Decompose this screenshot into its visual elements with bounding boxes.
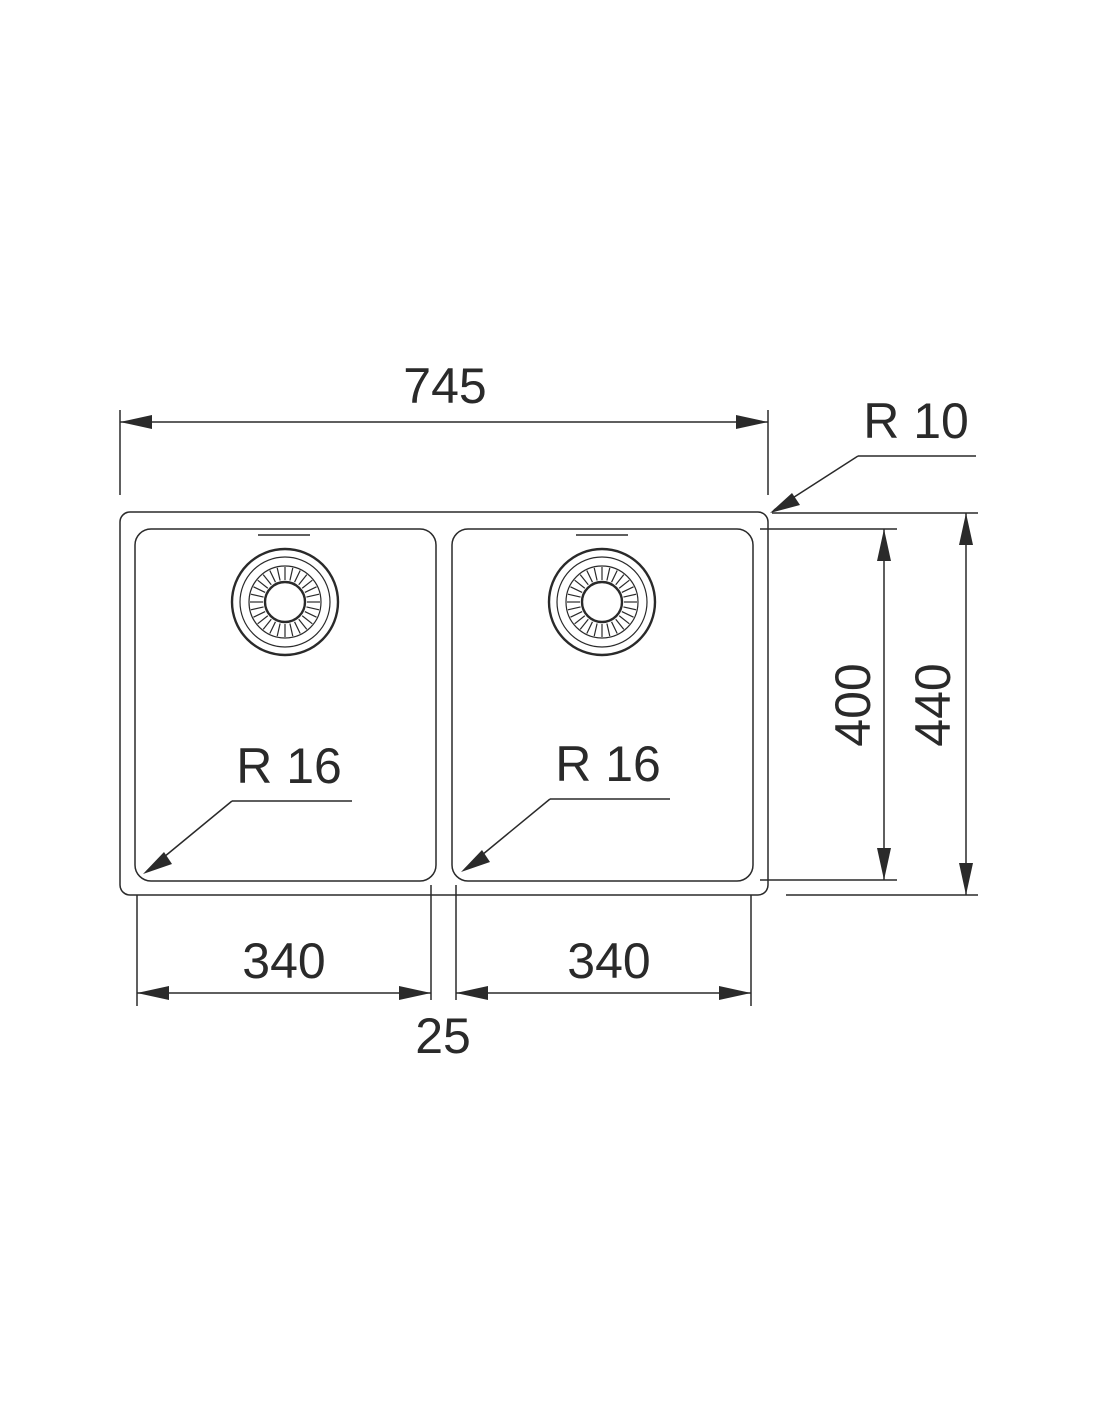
overall-depth-label: 440 xyxy=(905,663,961,746)
drain-strainer-left-icon xyxy=(230,547,340,657)
bowl-left-radius-label: R 16 xyxy=(236,738,342,794)
bowl-right-radius-label: R 16 xyxy=(555,736,661,792)
bowl-right-radius-callout: R 16 xyxy=(461,736,670,872)
bowl-left-radius-callout: R 16 xyxy=(143,738,352,874)
dimension-bowl-depth: 400 xyxy=(760,528,897,881)
bowl-gap-label: 25 xyxy=(415,1008,471,1064)
bowl-right-width-label: 340 xyxy=(567,933,650,989)
sink-outer-outline xyxy=(119,511,769,896)
outer-radius-label: R 10 xyxy=(863,393,969,449)
bowl-left-outline xyxy=(134,528,437,882)
outer-radius-callout: R 10 xyxy=(770,393,976,513)
bowl-right-outline xyxy=(451,528,754,882)
dimension-bowl-widths: 340 340 25 xyxy=(136,885,752,1064)
bowl-depth-label: 400 xyxy=(825,663,881,746)
bowl-left-width-label: 340 xyxy=(242,933,325,989)
dimension-overall-depth: 440 xyxy=(772,512,978,896)
dimension-overall-width: 745 xyxy=(119,358,769,495)
drain-strainer-right-icon xyxy=(547,547,657,657)
overall-width-label: 745 xyxy=(403,358,486,414)
